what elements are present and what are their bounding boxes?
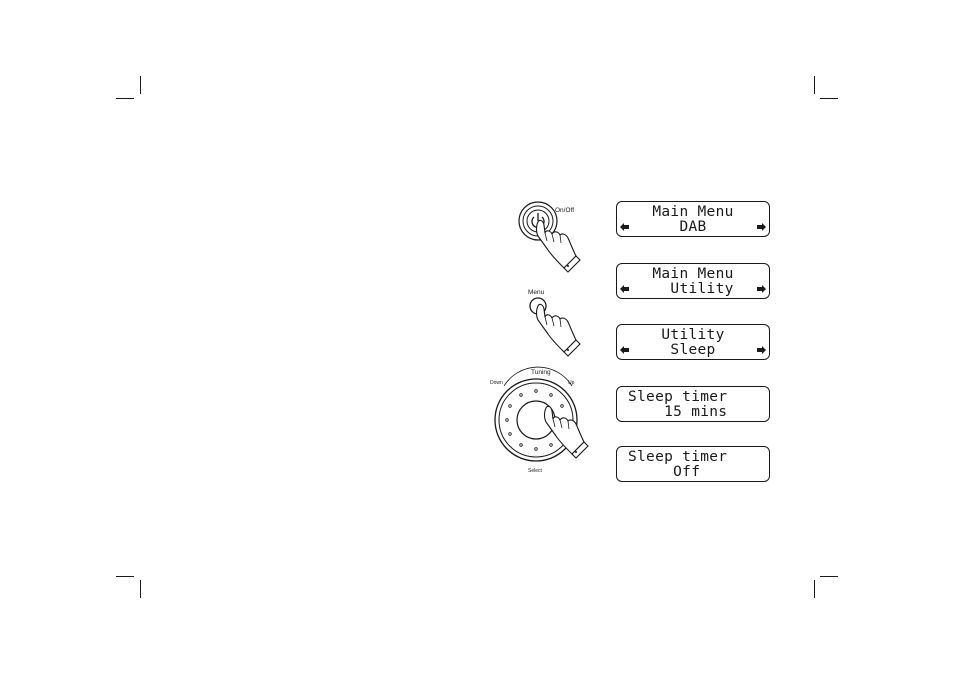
display-line-1: Sleep timer: [628, 390, 769, 405]
display-line-1: Sleep timer: [628, 450, 769, 465]
menu-button-illustration: Menu: [518, 284, 598, 364]
display-sleep-timer-15-mins: Sleep timer 15 mins: [616, 386, 770, 422]
tuning-knob-illustration: Tuning Down Up Select: [488, 364, 604, 476]
display-line-1: Main Menu: [617, 267, 769, 282]
display-line-2: Utility: [617, 282, 769, 297]
menu-label: Menu: [528, 289, 545, 296]
display-utility-sleep: Utility Sleep: [616, 324, 770, 360]
left-arrow-icon: [620, 222, 629, 232]
crop-mark-top-left-v: [140, 76, 141, 94]
crop-mark-top-right-h: [820, 98, 838, 99]
pressing-hand-icon: [537, 220, 581, 272]
crop-mark-bottom-right-v: [814, 580, 815, 598]
left-arrow-icon: [620, 345, 629, 355]
display-line-2: Sleep: [617, 343, 769, 358]
display-line-2: Off: [628, 465, 769, 480]
display-main-menu-dab: Main Menu DAB: [616, 201, 770, 237]
crop-mark-bottom-left-v: [140, 580, 141, 598]
down-label: Down: [490, 380, 503, 386]
left-arrow-icon: [620, 284, 629, 294]
crop-mark-bottom-right-h: [820, 576, 838, 577]
display-line-1: Utility: [617, 328, 769, 343]
crop-mark-top-left-h: [116, 98, 134, 99]
crop-mark-top-right-v: [814, 76, 815, 94]
on-off-button-illustration: On/Off: [508, 198, 608, 278]
right-arrow-icon: [757, 345, 766, 355]
display-main-menu-utility: Main Menu Utility: [616, 263, 770, 299]
display-line-2: DAB: [617, 220, 769, 235]
pressing-hand-icon: [537, 304, 581, 356]
crop-mark-bottom-left-h: [116, 576, 134, 577]
right-arrow-icon: [757, 222, 766, 232]
tuning-label: Tuning: [531, 369, 551, 376]
display-line-2: 15 mins: [628, 405, 769, 420]
display-line-1: Main Menu: [617, 205, 769, 220]
on-off-label: On/Off: [555, 207, 574, 214]
select-label: Select: [528, 468, 543, 474]
display-sleep-timer-off: Sleep timer Off: [616, 446, 770, 482]
right-arrow-icon: [757, 284, 766, 294]
